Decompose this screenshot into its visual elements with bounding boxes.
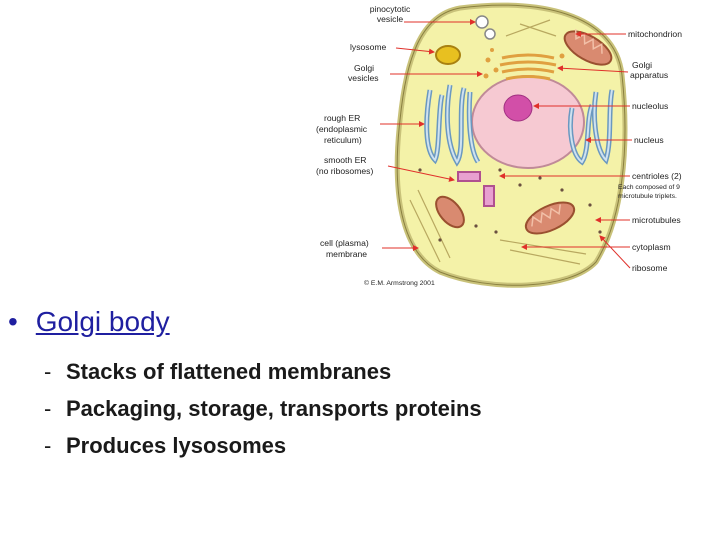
label-golgi-vesicles: Golgi vesicles: [348, 63, 483, 83]
svg-text:cell (plasma): cell (plasma): [320, 238, 369, 248]
label-lysosome: lysosome: [350, 42, 435, 55]
lysosome: [435, 45, 461, 65]
svg-text:rough ER: rough ER: [324, 113, 360, 123]
svg-text:Golgi: Golgi: [354, 63, 374, 73]
svg-text:nucleolus: nucleolus: [632, 101, 668, 111]
bullet-heading[interactable]: Golgi body: [35, 306, 170, 337]
svg-text:smooth ER: smooth ER: [324, 155, 367, 165]
golgi-apparatus: [499, 53, 557, 81]
svg-text:apparatus: apparatus: [630, 70, 668, 80]
svg-text:vesicle: vesicle: [377, 14, 403, 24]
label-nucleolus: nucleolus: [533, 101, 668, 111]
animal-cell-diagram: pinocytotic vesicle lysosome Golgi vesic…: [316, 2, 682, 288]
svg-text:microtubule triplets.: microtubule triplets.: [618, 193, 677, 200]
svg-text:Golgi: Golgi: [632, 60, 652, 70]
sub-point-text: Packaging, storage, transports proteins: [66, 396, 482, 421]
label-cytoplasm: cytoplasm: [521, 242, 671, 252]
svg-text:lysosome: lysosome: [350, 42, 387, 52]
label-nucleus: nucleus: [585, 135, 664, 145]
label-mitochondrion: mitochondrion: [575, 29, 682, 39]
dash-glyph: -: [44, 359, 52, 384]
svg-text:nucleus: nucleus: [634, 135, 664, 145]
label-rough-er: rough ER (endoplasmic reticulum): [316, 113, 425, 145]
svg-text:membrane: membrane: [326, 249, 367, 259]
microtubules: [409, 19, 587, 265]
sub-point-text: Stacks of flattened membranes: [66, 359, 392, 384]
label-centrioles: centrioles (2) Each composed of 9 microt…: [499, 171, 682, 200]
svg-text:reticulum): reticulum): [324, 135, 362, 145]
sub-points: -Stacks of flattened membranes -Packagin…: [44, 353, 482, 464]
dash-glyph: -: [44, 433, 52, 458]
label-smooth-er: smooth ER (no ribosomes): [316, 155, 455, 182]
mitochondria: [435, 29, 613, 235]
bullet-glyph: •: [8, 306, 18, 337]
svg-text:(endoplasmic: (endoplasmic: [316, 124, 368, 134]
centrioles: [457, 171, 495, 207]
golgi-vesicles: [483, 48, 565, 79]
ribosomes: [418, 168, 602, 242]
nucleus: [471, 75, 585, 169]
label-cell-membrane: cell (plasma) membrane: [320, 238, 419, 259]
svg-text:vesicles: vesicles: [348, 73, 379, 83]
sub-point: -Produces lysosomes: [44, 427, 482, 464]
svg-text:ribosome: ribosome: [632, 263, 668, 273]
label-pinocytotic-vesicle: pinocytotic vesicle: [370, 4, 476, 25]
sub-point: -Packaging, storage, transports proteins: [44, 390, 482, 427]
svg-text:mitochondrion: mitochondrion: [628, 29, 682, 39]
label-ribosome: ribosome: [599, 235, 668, 273]
sub-point: -Stacks of flattened membranes: [44, 353, 482, 390]
svg-text:centrioles (2): centrioles (2): [632, 171, 682, 181]
pinocytotic-vesicles: [475, 15, 496, 40]
bullet-golgi-body: • Golgi body: [8, 306, 170, 338]
sub-point-text: Produces lysosomes: [66, 433, 287, 458]
svg-text:microtubules: microtubules: [632, 215, 681, 225]
svg-text:cytoplasm: cytoplasm: [632, 242, 671, 252]
label-microtubules: microtubules: [595, 215, 681, 225]
dash-glyph: -: [44, 396, 52, 421]
svg-text:(no ribosomes): (no ribosomes): [316, 166, 373, 176]
svg-text:Each composed of 9: Each composed of 9: [618, 184, 680, 191]
copyright-note: © E.M. Armstrong 2001: [364, 279, 435, 287]
svg-text:pinocytotic: pinocytotic: [370, 4, 411, 14]
label-golgi-apparatus: Golgi apparatus: [557, 60, 668, 80]
